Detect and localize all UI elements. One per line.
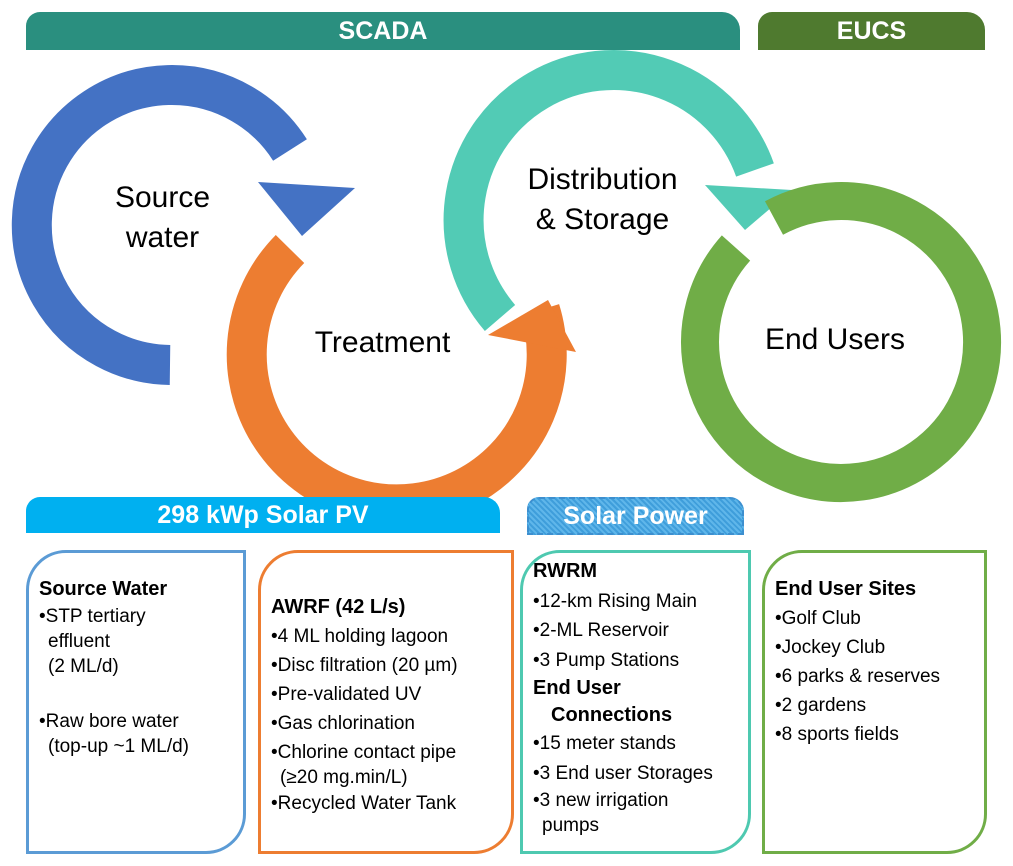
list-item: Raw bore water: [39, 709, 233, 734]
list-item: 3 End user Storages: [533, 759, 738, 789]
box-title: RWRM: [533, 560, 598, 582]
list-item-cont: (top-up ~1 ML/d): [48, 736, 189, 757]
list-item: 3 Pump Stations: [533, 646, 738, 676]
solar-power-label: Solar Power: [563, 501, 708, 530]
list-item: 3 new irrigation: [533, 788, 738, 814]
scada-banner: SCADA: [26, 12, 740, 50]
box-title: End User Sites: [775, 578, 917, 600]
list-item: Pre-validated UV: [271, 680, 501, 709]
solar-power-banner: Solar Power: [527, 497, 744, 535]
treatment-arrowhead: [488, 300, 576, 352]
source-arrowhead: [258, 182, 355, 236]
stage-distribution-line1: Distribution: [527, 163, 678, 196]
stage-treatment: Treatment: [314, 326, 451, 359]
stage-source-line2: water: [125, 221, 200, 254]
end-user-sites-box: End User Sites Golf Club Jockey Club 6 p…: [762, 550, 987, 854]
stage-distribution: Distribution & Storage: [500, 160, 705, 240]
list-item: STP tertiary: [39, 604, 233, 629]
distribution-arrow: [443, 50, 774, 332]
list-item: Jockey Club: [775, 633, 974, 662]
list-item: Recycled Water Tank: [271, 789, 501, 818]
list-item: 8 sports fields: [775, 720, 974, 749]
list-item: Chlorine contact pipe: [271, 738, 501, 767]
list-item-cont: effluent: [48, 631, 110, 652]
box-subtitle: Connections: [551, 704, 673, 726]
stage-end-users: End Users: [764, 323, 906, 356]
source-water-box: Source Water STP tertiary effluent (2 ML…: [26, 550, 246, 854]
stage-source-line1: Source: [114, 181, 211, 214]
box-title: Source Water: [39, 578, 168, 600]
list-item: Disc filtration (20 µm): [271, 651, 501, 680]
solar-pv-banner: 298 kWp Solar PV: [26, 497, 500, 533]
stage-source: Source water: [90, 178, 235, 258]
end-users-ring: [681, 182, 1002, 503]
eucs-label: EUCS: [836, 16, 907, 45]
list-item: Golf Club: [775, 604, 974, 633]
box-subtitle: End User: [533, 677, 621, 699]
eucs-banner: EUCS: [758, 12, 985, 50]
list-item-cont: pumps: [542, 815, 600, 836]
solar-pv-label: 298 kWp Solar PV: [157, 500, 369, 529]
rwrm-box: RWRM 12-km Rising Main 2-ML Reservoir 3 …: [520, 550, 751, 854]
list-item: 2-ML Reservoir: [533, 616, 738, 646]
source-arrow: [11, 65, 307, 385]
list-item-cont: (2 ML/d): [48, 656, 119, 677]
list-item-cont: (≥20 mg.min/L): [280, 767, 408, 788]
list-item: 15 meter stands: [533, 729, 738, 759]
list-item: 2 gardens: [775, 691, 974, 720]
list-item: 4 ML holding lagoon: [271, 622, 501, 651]
list-item: Gas chlorination: [271, 709, 501, 738]
list-item: 12-km Rising Main: [533, 587, 738, 617]
awrf-box: AWRF (42 L/s) 4 ML holding lagoon Disc f…: [258, 550, 514, 854]
distribution-arrowhead: [705, 185, 792, 230]
box-title: AWRF (42 L/s): [271, 596, 406, 618]
scada-label: SCADA: [338, 16, 428, 45]
list-item: 6 parks & reserves: [775, 662, 974, 691]
stage-distribution-line2: & Storage: [535, 203, 670, 236]
